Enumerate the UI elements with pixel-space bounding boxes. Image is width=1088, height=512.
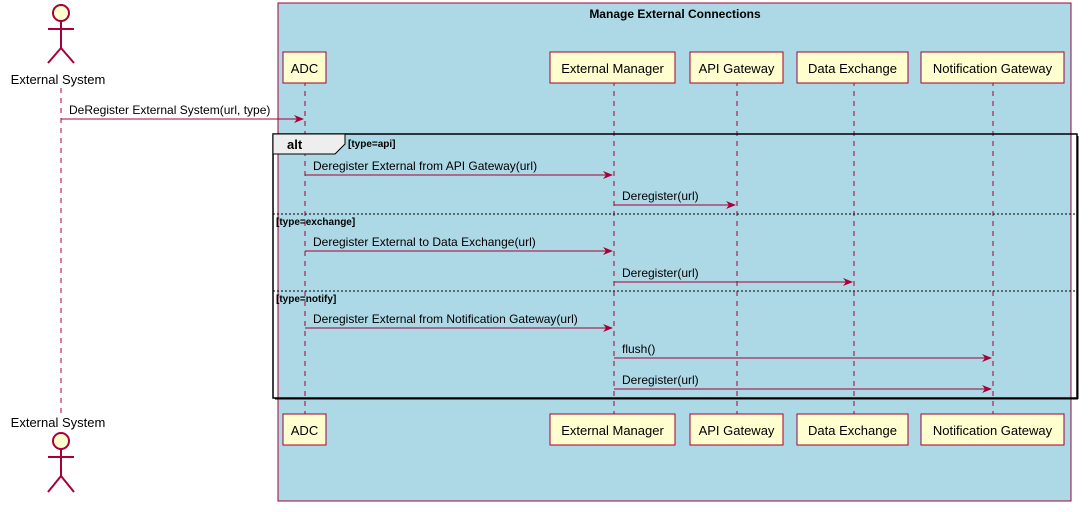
actor-name-bottom: External System — [11, 415, 106, 430]
participant-data-exchange-bottom: Data Exchange — [796, 413, 909, 446]
participant-adc-bottom: ADC — [282, 413, 327, 446]
participant-label: Notification Gateway — [933, 423, 1053, 438]
stick-figure-actor-icon — [47, 432, 75, 493]
message-deregister-exchange: Deregister External to Data Exchange(url… — [305, 235, 613, 255]
message-deregister-url-api: Deregister(url) — [614, 189, 736, 209]
actor-bottom: External System — [11, 415, 106, 493]
message-label: Deregister External to Data Exchange(url… — [313, 235, 536, 249]
message-deregister-url-exchange: Deregister(url) — [614, 266, 853, 286]
participant-api-gateway-bottom: API Gateway — [689, 413, 784, 446]
participant-label: Data Exchange — [808, 423, 897, 438]
participant-data-exchange-top: Data Exchange — [796, 51, 909, 84]
participant-api-gateway-top: API Gateway — [689, 51, 784, 84]
participant-notification-gateway-top: Notification Gateway — [920, 51, 1065, 84]
participant-notification-gateway-bottom: Notification Gateway — [920, 413, 1065, 446]
alt-fragment: alt [type=api] [type=exchange] [type=not… — [272, 133, 1079, 400]
message-label: DeRegister External System(url, type) — [69, 103, 270, 117]
participant-label: Data Exchange — [808, 61, 897, 76]
message-deregister-external-system: DeRegister External System(url, type) — [61, 103, 304, 123]
message-deregister-notification: Deregister External from Notification Ga… — [305, 312, 613, 332]
guard-api: [type=api] — [348, 139, 396, 150]
message-label: Deregister(url) — [622, 373, 699, 387]
box-title: Manage External Connections — [589, 7, 761, 21]
participant-label: External Manager — [561, 423, 664, 438]
actor-top: External System — [11, 4, 106, 87]
participant-label: External Manager — [561, 61, 664, 76]
alt-keyword: alt — [287, 137, 303, 152]
message-label: Deregister(url) — [622, 266, 699, 280]
participant-external-manager-top: External Manager — [549, 51, 676, 84]
alt-label-tab — [272, 133, 346, 155]
message-flush: flush() — [614, 342, 992, 362]
participant-label: API Gateway — [699, 61, 775, 76]
message-deregister-api: Deregister External from API Gateway(url… — [305, 159, 613, 179]
participant-external-manager-bottom: External Manager — [549, 413, 676, 446]
message-label: Deregister External from Notification Ga… — [313, 312, 578, 326]
message-label: flush() — [622, 342, 655, 356]
message-label: Deregister External from API Gateway(url… — [313, 159, 537, 173]
participant-label: ADC — [291, 61, 318, 76]
participant-label: Notification Gateway — [933, 61, 1053, 76]
stick-figure-actor-icon — [47, 4, 75, 64]
participant-label: API Gateway — [699, 423, 775, 438]
actor-name-top: External System — [11, 72, 106, 87]
participant-adc-top: ADC — [282, 51, 327, 84]
message-deregister-url-notification: Deregister(url) — [614, 373, 992, 393]
message-label: Deregister(url) — [622, 189, 699, 203]
guard-exchange: [type=exchange] — [276, 217, 355, 228]
guard-notify: [type=notify] — [276, 294, 336, 305]
participant-label: ADC — [291, 423, 318, 438]
lifelines — [60, 81, 994, 415]
